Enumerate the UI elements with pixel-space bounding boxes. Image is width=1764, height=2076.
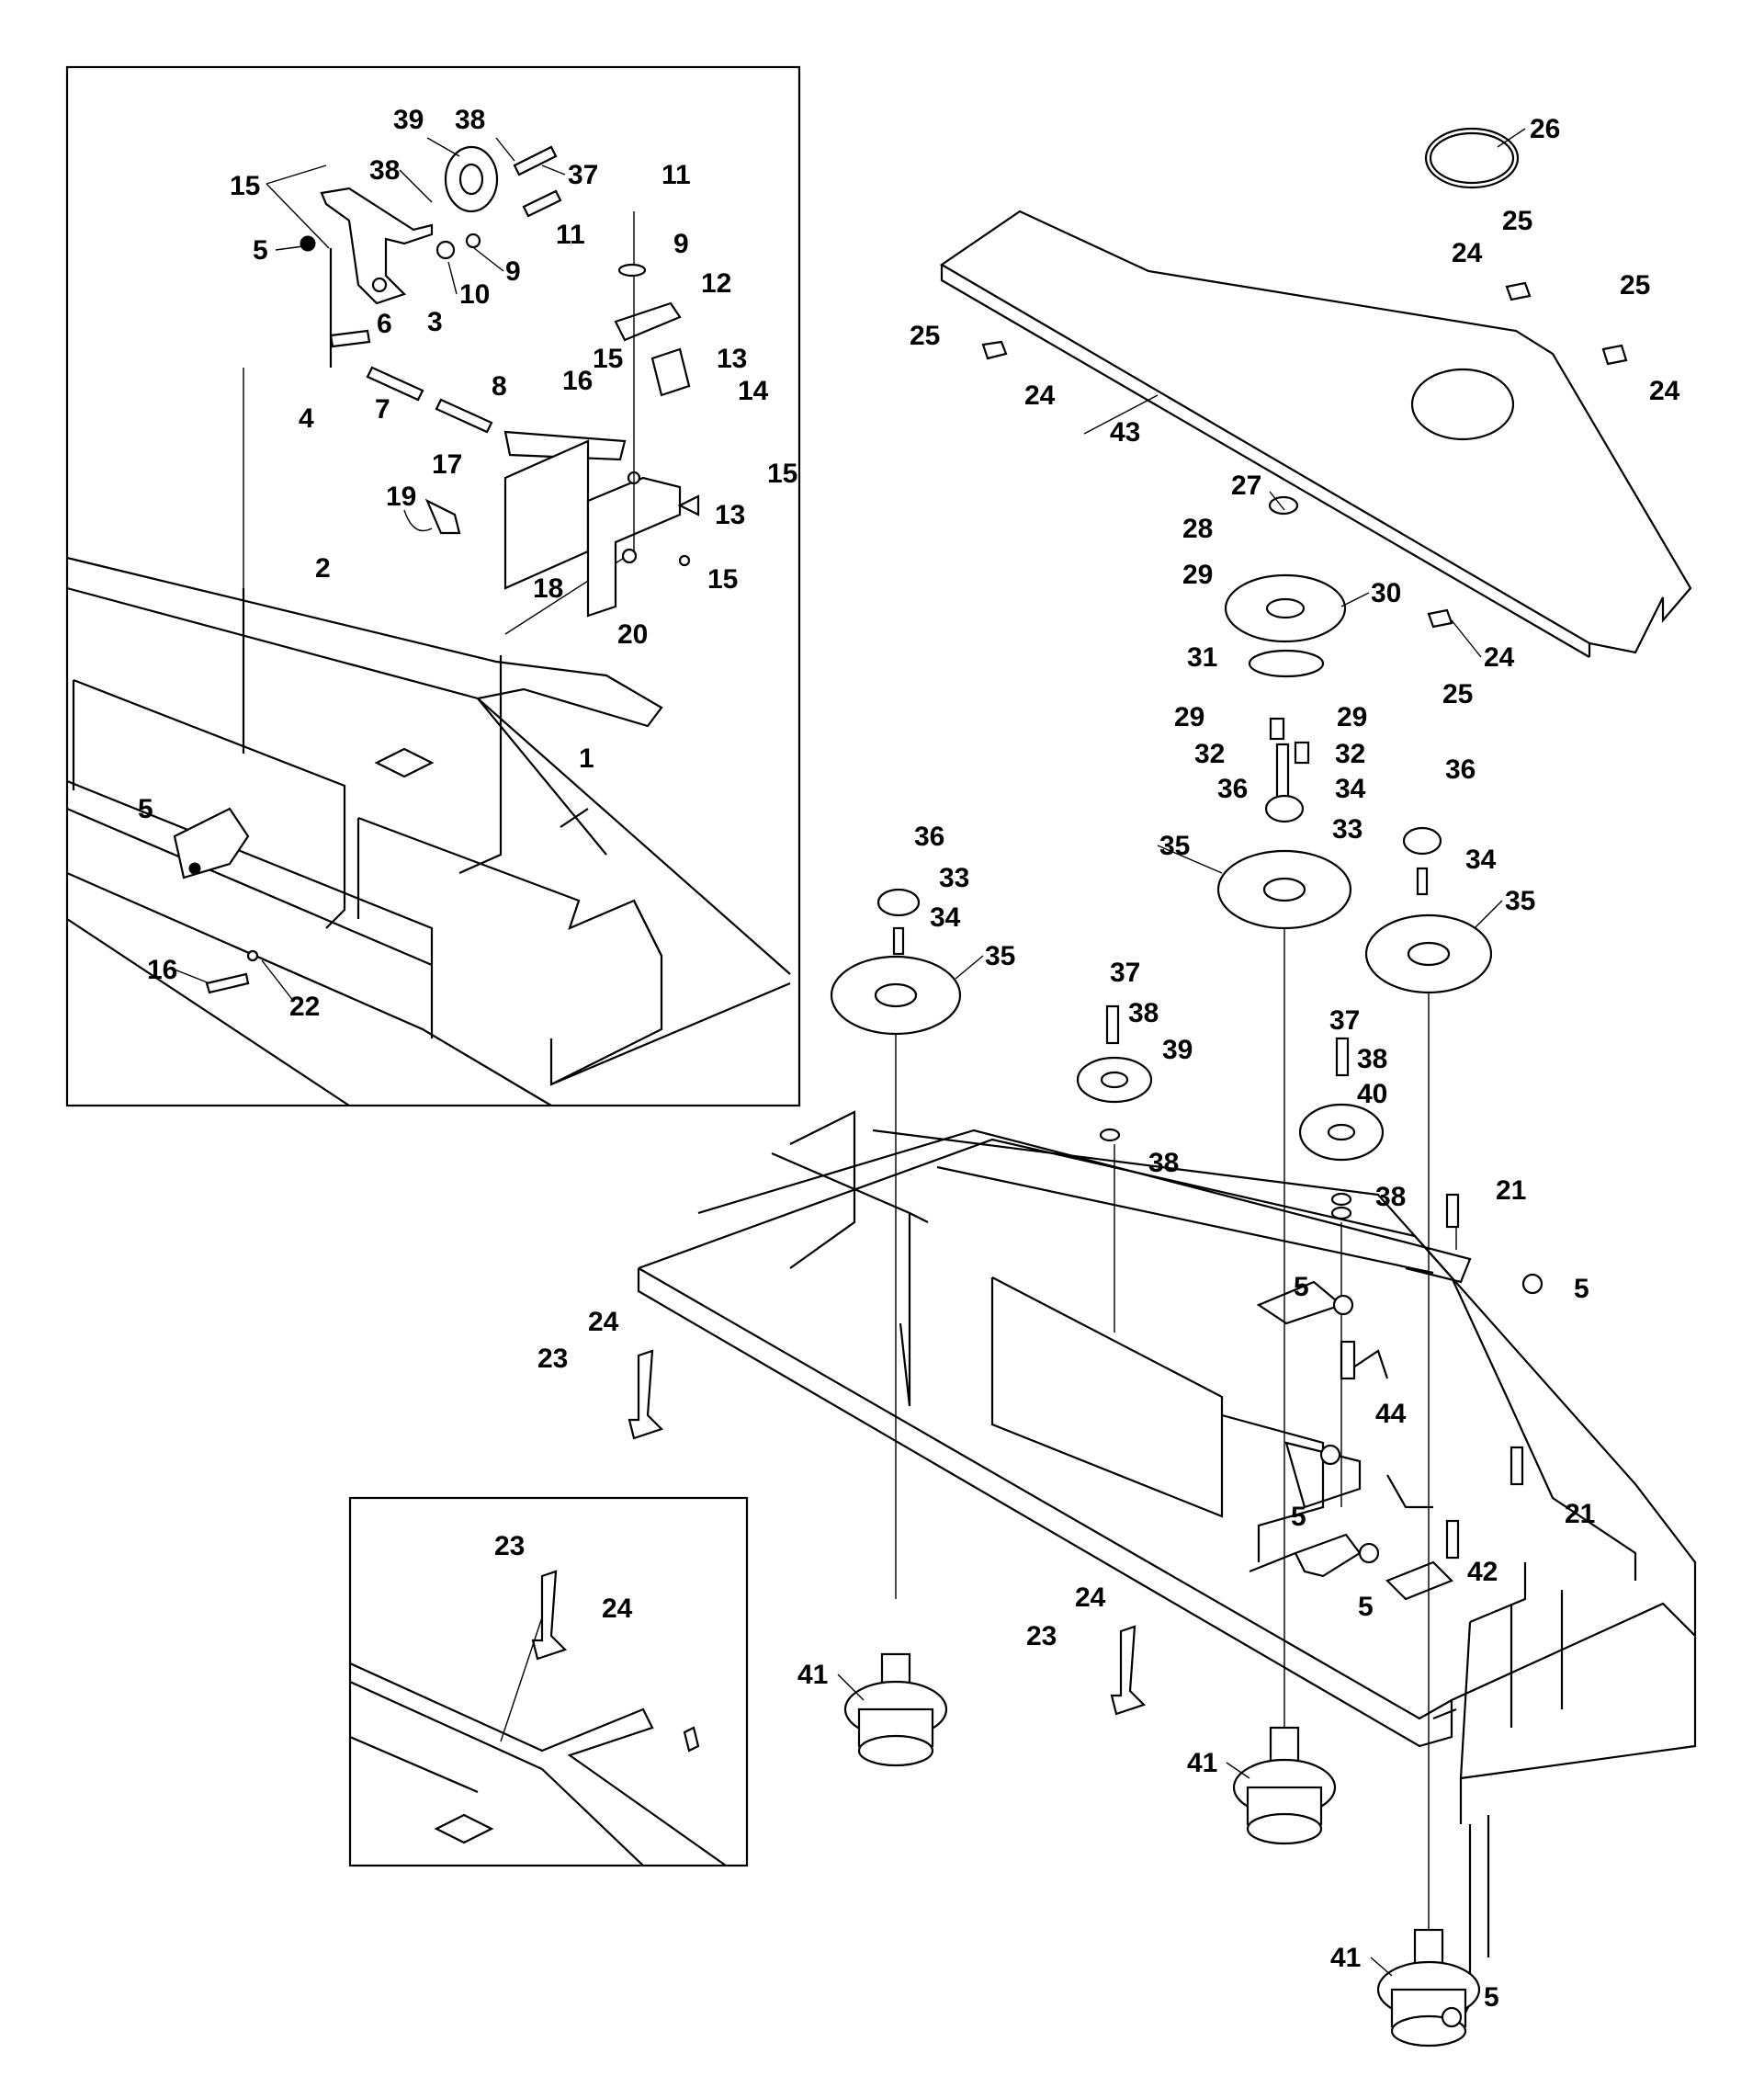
callout: 6: [377, 309, 392, 339]
callout: 3: [427, 307, 443, 337]
callout: 15: [593, 344, 623, 374]
callout: 38: [1375, 1182, 1406, 1212]
callout: 40: [1357, 1079, 1387, 1109]
callout: 27: [1231, 471, 1261, 501]
callout: 19: [386, 482, 416, 512]
callout: 41: [1187, 1748, 1217, 1778]
callout: 5: [1291, 1502, 1306, 1532]
callout: 16: [562, 366, 593, 396]
leader-lines: [174, 128, 1526, 1977]
callout: 16: [147, 955, 177, 985]
callout: 20: [617, 619, 648, 650]
callout: 13: [715, 500, 745, 530]
callout: 21: [1565, 1499, 1595, 1529]
gearbox-left: [843, 1652, 948, 1767]
callout: 9: [673, 229, 689, 259]
callout: 14: [738, 376, 769, 406]
callout: 22: [289, 992, 320, 1022]
callout: 41: [797, 1660, 828, 1690]
callout: 34: [930, 902, 961, 933]
callout: 28: [1182, 514, 1213, 544]
callout: 11: [662, 160, 691, 190]
callout: 30: [1371, 578, 1401, 608]
callout: 38: [1128, 998, 1159, 1028]
callout: 15: [230, 171, 260, 201]
callout: 35: [985, 941, 1015, 971]
callout: 13: [717, 344, 747, 374]
callout: 24: [1024, 380, 1056, 411]
gearbox-center: [1232, 1726, 1337, 1845]
callout: 23: [537, 1344, 568, 1374]
callout: 36: [914, 822, 944, 852]
callout: 24: [1484, 642, 1515, 673]
callout: 24: [1452, 238, 1483, 268]
callout-labels: 15 39 38 38 37 11 5 9 10 3 11 9 12 6 13 …: [138, 105, 1680, 2013]
callout: 25: [1502, 206, 1532, 236]
callout: 34: [1465, 845, 1497, 875]
callout: 38: [455, 105, 485, 135]
callout: 5: [1574, 1274, 1589, 1304]
callout: 1: [579, 743, 594, 774]
callout: 42: [1467, 1557, 1498, 1587]
inset-detail-handle: [348, 1496, 749, 1867]
callout: 34: [1335, 774, 1366, 804]
callout: 4: [299, 403, 314, 434]
callout: 25: [910, 321, 940, 351]
callout: 26: [1530, 114, 1560, 144]
callout: 37: [1110, 958, 1140, 988]
callout: 25: [1620, 270, 1650, 301]
callout: 15: [707, 564, 738, 595]
callout: 35: [1159, 831, 1190, 861]
callout: 29: [1174, 702, 1204, 732]
callout: 44: [1375, 1399, 1407, 1429]
callout: 10: [459, 279, 490, 310]
callout: 9: [505, 256, 521, 287]
callout: 24: [602, 1594, 633, 1624]
callout: 33: [1332, 814, 1363, 845]
callout: 36: [1445, 754, 1476, 785]
gearbox-right: [1376, 1928, 1481, 2048]
callout: 31: [1187, 642, 1217, 673]
callout: 37: [568, 160, 598, 190]
callout: 29: [1182, 560, 1213, 590]
callout: 21: [1496, 1175, 1526, 1206]
main-assembly: [628, 127, 1697, 2048]
callout: 32: [1194, 739, 1225, 769]
callout: 23: [494, 1531, 525, 1561]
callout: 38: [369, 155, 400, 186]
callout: 17: [432, 449, 462, 480]
callout: 43: [1110, 417, 1140, 448]
callout: 35: [1505, 886, 1535, 916]
callout: 24: [1075, 1583, 1106, 1613]
callout: 29: [1337, 702, 1367, 732]
callout: 38: [1148, 1148, 1179, 1178]
callout: 18: [533, 573, 563, 604]
callout: 5: [138, 794, 153, 824]
callout: 25: [1442, 679, 1473, 709]
callout: 2: [315, 553, 331, 584]
callout: 5: [253, 235, 268, 266]
callout: 41: [1330, 1943, 1361, 1973]
callout: 37: [1329, 1005, 1360, 1036]
callout: 32: [1335, 739, 1365, 769]
callout: 24: [588, 1307, 619, 1337]
callout: 5: [1484, 1982, 1499, 2013]
callout: 5: [1358, 1592, 1374, 1622]
inset-detail-belt-tensioner: [65, 65, 801, 1107]
callout: 12: [701, 268, 731, 299]
callout: 33: [939, 863, 969, 893]
callout: 8: [492, 371, 507, 402]
callout: 24: [1649, 376, 1680, 406]
callout: 23: [1026, 1621, 1057, 1651]
callout: 7: [375, 394, 390, 425]
callout: 38: [1357, 1044, 1387, 1074]
callout: 39: [1162, 1035, 1193, 1065]
callout: 36: [1217, 774, 1248, 804]
callout: 15: [767, 459, 797, 489]
callout: 5: [1294, 1272, 1309, 1302]
callout: 11: [556, 220, 585, 250]
callout: 39: [393, 105, 424, 135]
